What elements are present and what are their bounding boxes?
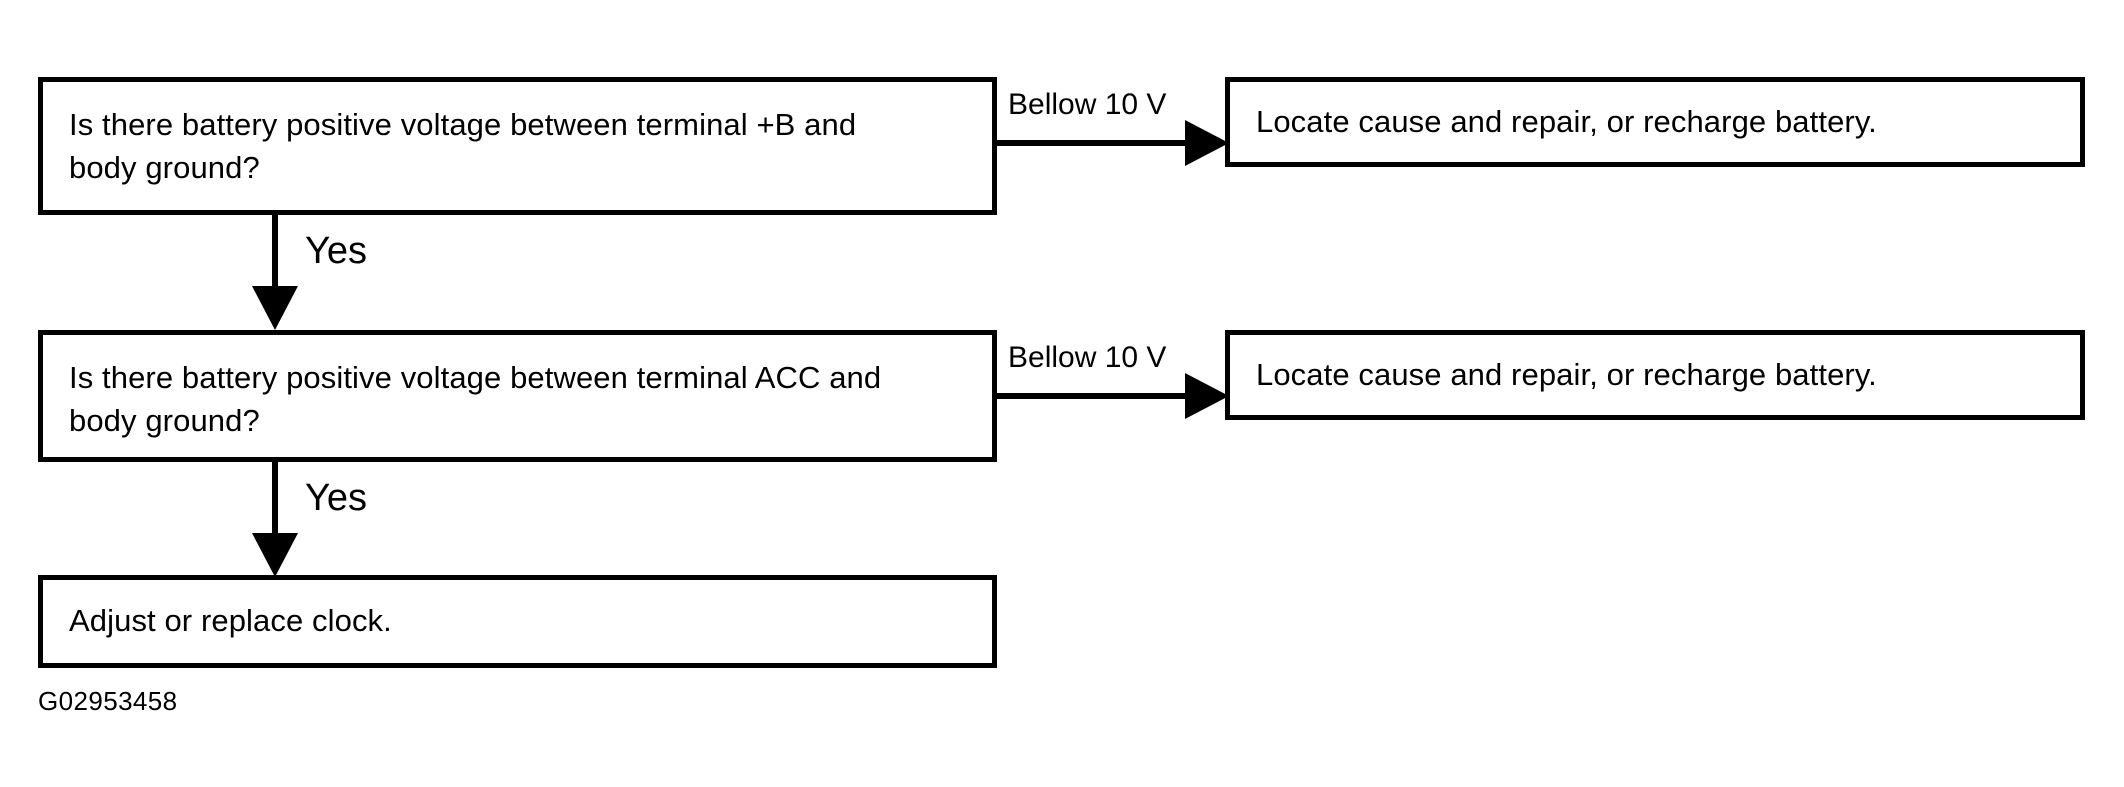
figure-caption: G02953458 — [38, 686, 178, 716]
flowchart-node-fail-1: Locate cause and repair, or recharge bat… — [1225, 77, 2085, 167]
node-text: Locate cause and repair, or recharge bat… — [1256, 103, 1877, 139]
arrowhead-down-icon — [252, 533, 298, 577]
edge-line — [272, 215, 278, 293]
arrowhead-right-icon — [1185, 373, 1229, 419]
arrowhead-down-icon — [252, 286, 298, 330]
flowchart-node-question-2: Is there battery positive voltage betwee… — [38, 330, 997, 462]
node-text: Adjust or replace clock. — [69, 603, 392, 639]
node-text: Is there battery positive voltage betwee… — [69, 360, 882, 438]
edge-line — [997, 140, 1193, 146]
node-text: Is there battery positive voltage betwee… — [69, 107, 857, 185]
flowchart-node-result: Adjust or replace clock. — [38, 575, 997, 668]
edge-line — [272, 462, 278, 540]
flowchart-node-question-1: Is there battery positive voltage betwee… — [38, 77, 997, 215]
edge-label-branch-1: Bellow 10 V — [1008, 88, 1167, 121]
node-text: Locate cause and repair, or recharge bat… — [1256, 356, 1877, 392]
edge-label-yes-2: Yes — [305, 477, 367, 519]
edge-label-yes-1: Yes — [305, 230, 367, 272]
arrowhead-right-icon — [1185, 120, 1229, 166]
flowchart-node-fail-2: Locate cause and repair, or recharge bat… — [1225, 330, 2085, 420]
edge-label-branch-2: Bellow 10 V — [1008, 341, 1167, 374]
edge-line — [997, 393, 1193, 399]
